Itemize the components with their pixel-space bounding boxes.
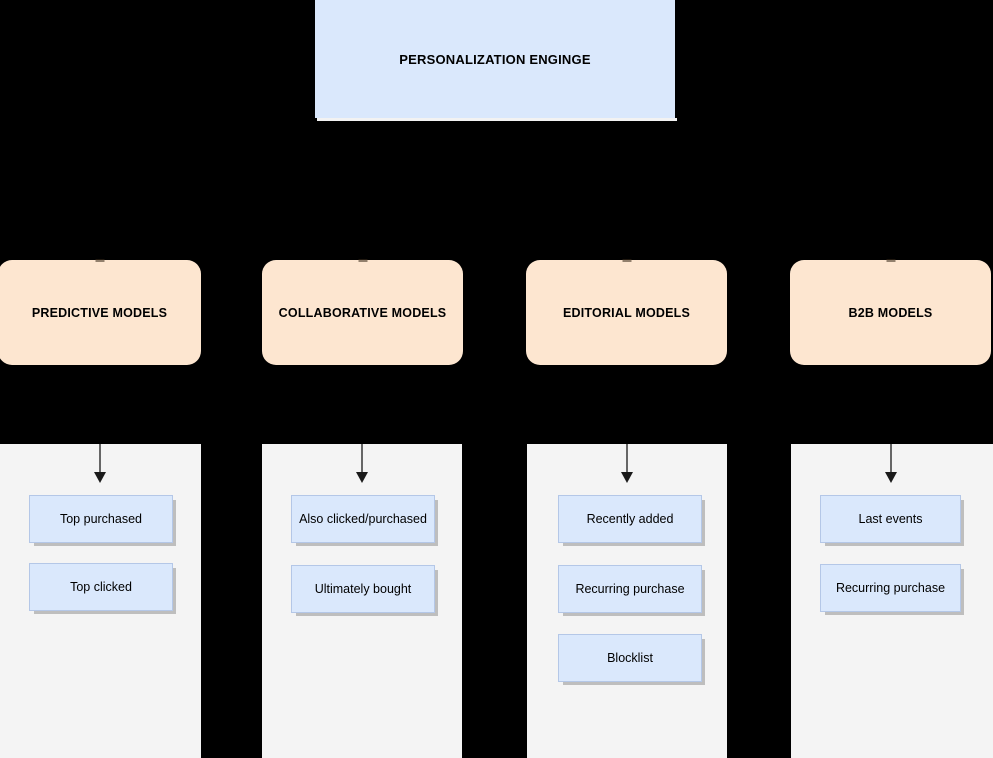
connector-stub-icon: [622, 259, 631, 262]
model-label-b2b: B2B MODELS: [848, 305, 933, 320]
leaf-box-also-clicked-purchased[interactable]: Also clicked/purchased: [291, 495, 435, 543]
connector-stub-icon: [358, 259, 367, 262]
leaf-label: Last events: [858, 511, 923, 526]
leaf-box-blocklist[interactable]: Blocklist: [558, 634, 702, 682]
leaf-box-top-purchased[interactable]: Top purchased: [29, 495, 173, 543]
model-label-editorial: EDITORIAL MODELS: [562, 305, 691, 320]
model-box-predictive[interactable]: PREDICTIVE MODELS: [0, 259, 201, 365]
leaf-label: Top purchased: [59, 511, 142, 526]
leaf-label: Recurring purchase: [835, 580, 946, 595]
leaf-label: Top clicked: [70, 579, 132, 594]
connector-stub-icon: [95, 259, 104, 262]
personalization-engine-box[interactable]: PERSONALIZATION ENGINGE: [315, 0, 677, 121]
personalization-engine-label: PERSONALIZATION ENGINGE: [399, 51, 591, 67]
leaf-label: Recently added: [586, 511, 674, 526]
leaf-box-top-clicked[interactable]: Top clicked: [29, 563, 173, 611]
leaf-box-ultimately-bought[interactable]: Ultimately bought: [291, 565, 435, 613]
model-box-collaborative[interactable]: COLLABORATIVE MODELS: [262, 259, 463, 365]
leaf-label: Ultimately bought: [314, 581, 412, 596]
leaf-box-recurring-purchase[interactable]: Recurring purchase: [558, 565, 702, 613]
leaf-label: Also clicked/purchased: [299, 511, 427, 526]
leaf-box-recently-added[interactable]: Recently added: [558, 495, 702, 543]
model-box-editorial[interactable]: EDITORIAL MODELS: [526, 259, 727, 365]
model-box-b2b[interactable]: B2B MODELS: [790, 259, 991, 365]
connector-stub-icon: [886, 259, 895, 262]
leaf-box-last-events[interactable]: Last events: [820, 495, 961, 543]
leaf-label: Blocklist: [607, 650, 653, 665]
leaf-box-recurring-purchase-b2b[interactable]: Recurring purchase: [820, 564, 961, 612]
leaf-label: Recurring purchase: [575, 581, 685, 596]
model-label-collaborative: COLLABORATIVE MODELS: [278, 305, 447, 320]
model-label-predictive: PREDICTIVE MODELS: [31, 305, 168, 320]
header-box-shadow: [317, 118, 677, 121]
